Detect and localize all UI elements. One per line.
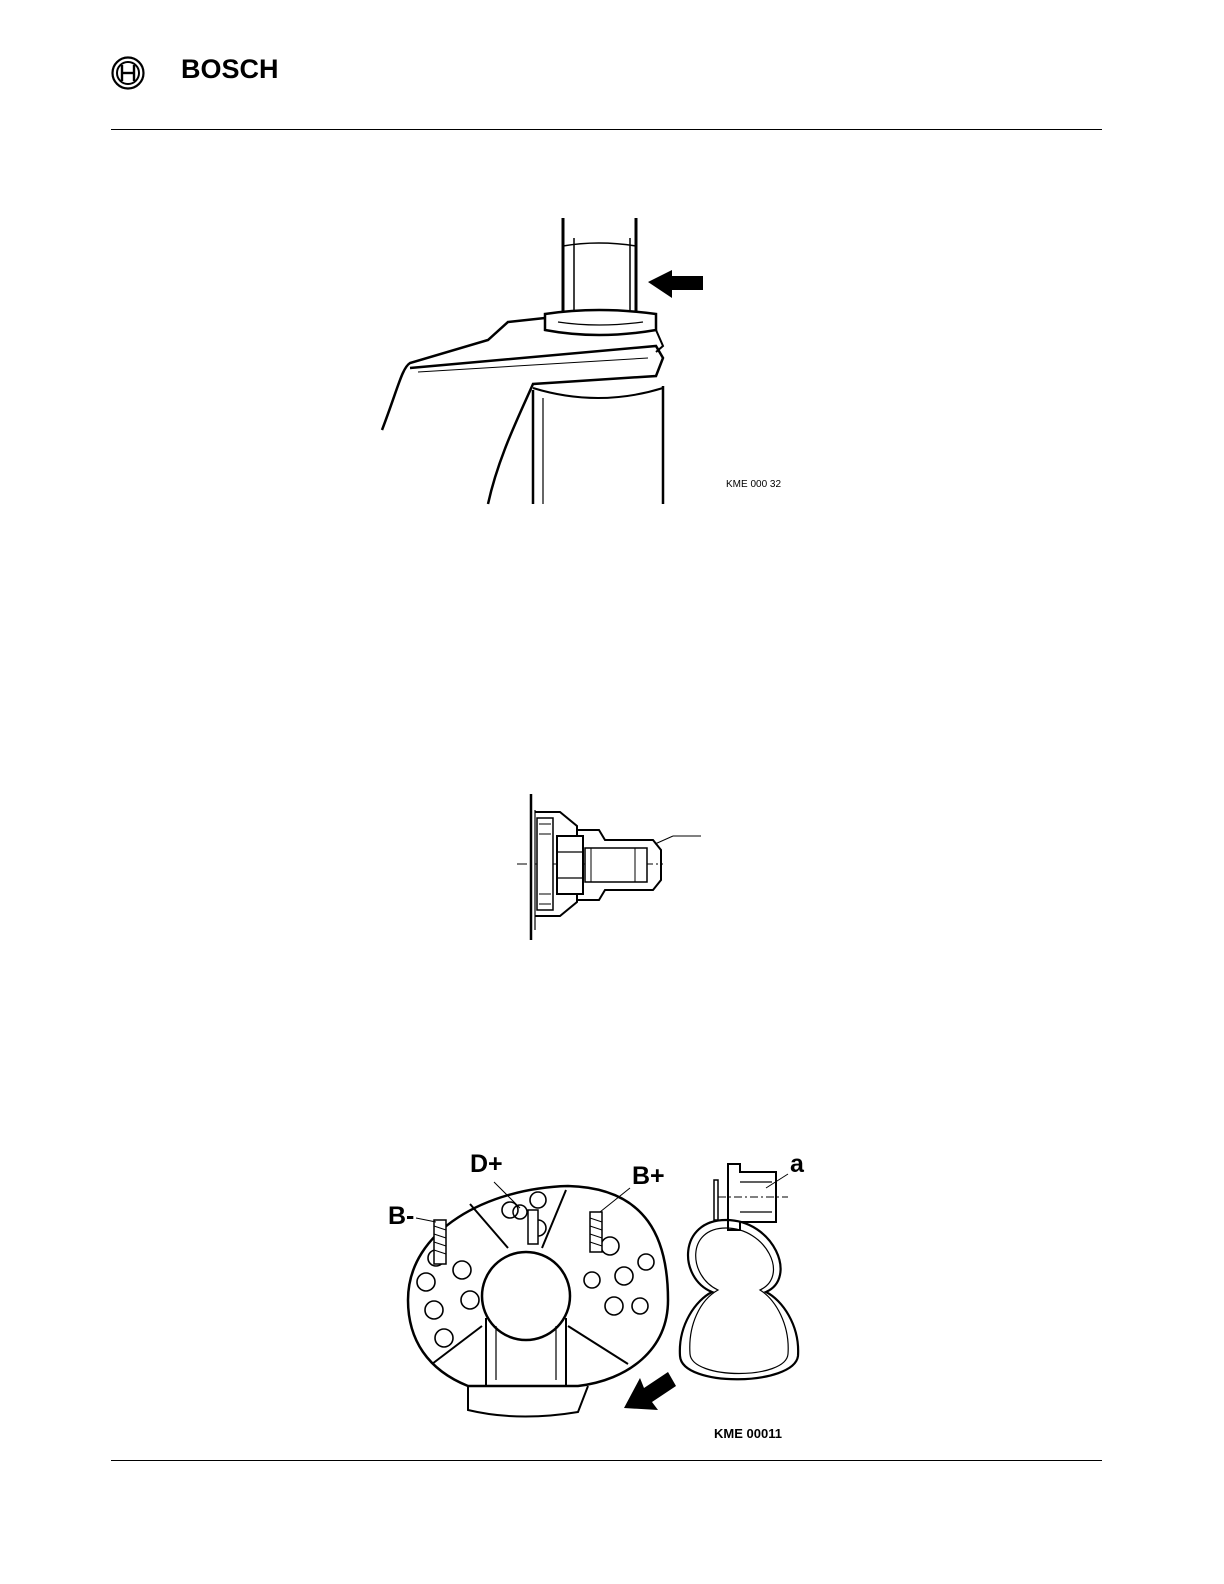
callout-b-plus: B+	[632, 1162, 665, 1191]
callout-b-minus: B-	[388, 1202, 414, 1231]
brand-name: BOSCH	[181, 54, 279, 85]
callout-d-plus: D+	[470, 1150, 503, 1179]
figure-bearing-press: KME 000 32	[358, 218, 808, 504]
figure-terminal-section	[515, 790, 715, 942]
figure-code: KME 000 32	[726, 479, 781, 490]
press-arrow-icon	[648, 270, 703, 298]
footer-rule	[111, 1460, 1102, 1461]
bosch-armature-icon	[111, 56, 145, 90]
figure-code: KME 00011	[714, 1426, 782, 1441]
figure-rectifier-plate: D+ B+ B- a KME 00011	[378, 1150, 818, 1446]
callout-a: a	[790, 1150, 804, 1179]
insert-arrow-icon	[624, 1372, 676, 1410]
header-rule	[111, 129, 1102, 130]
page-header: BOSCH	[0, 0, 1224, 130]
